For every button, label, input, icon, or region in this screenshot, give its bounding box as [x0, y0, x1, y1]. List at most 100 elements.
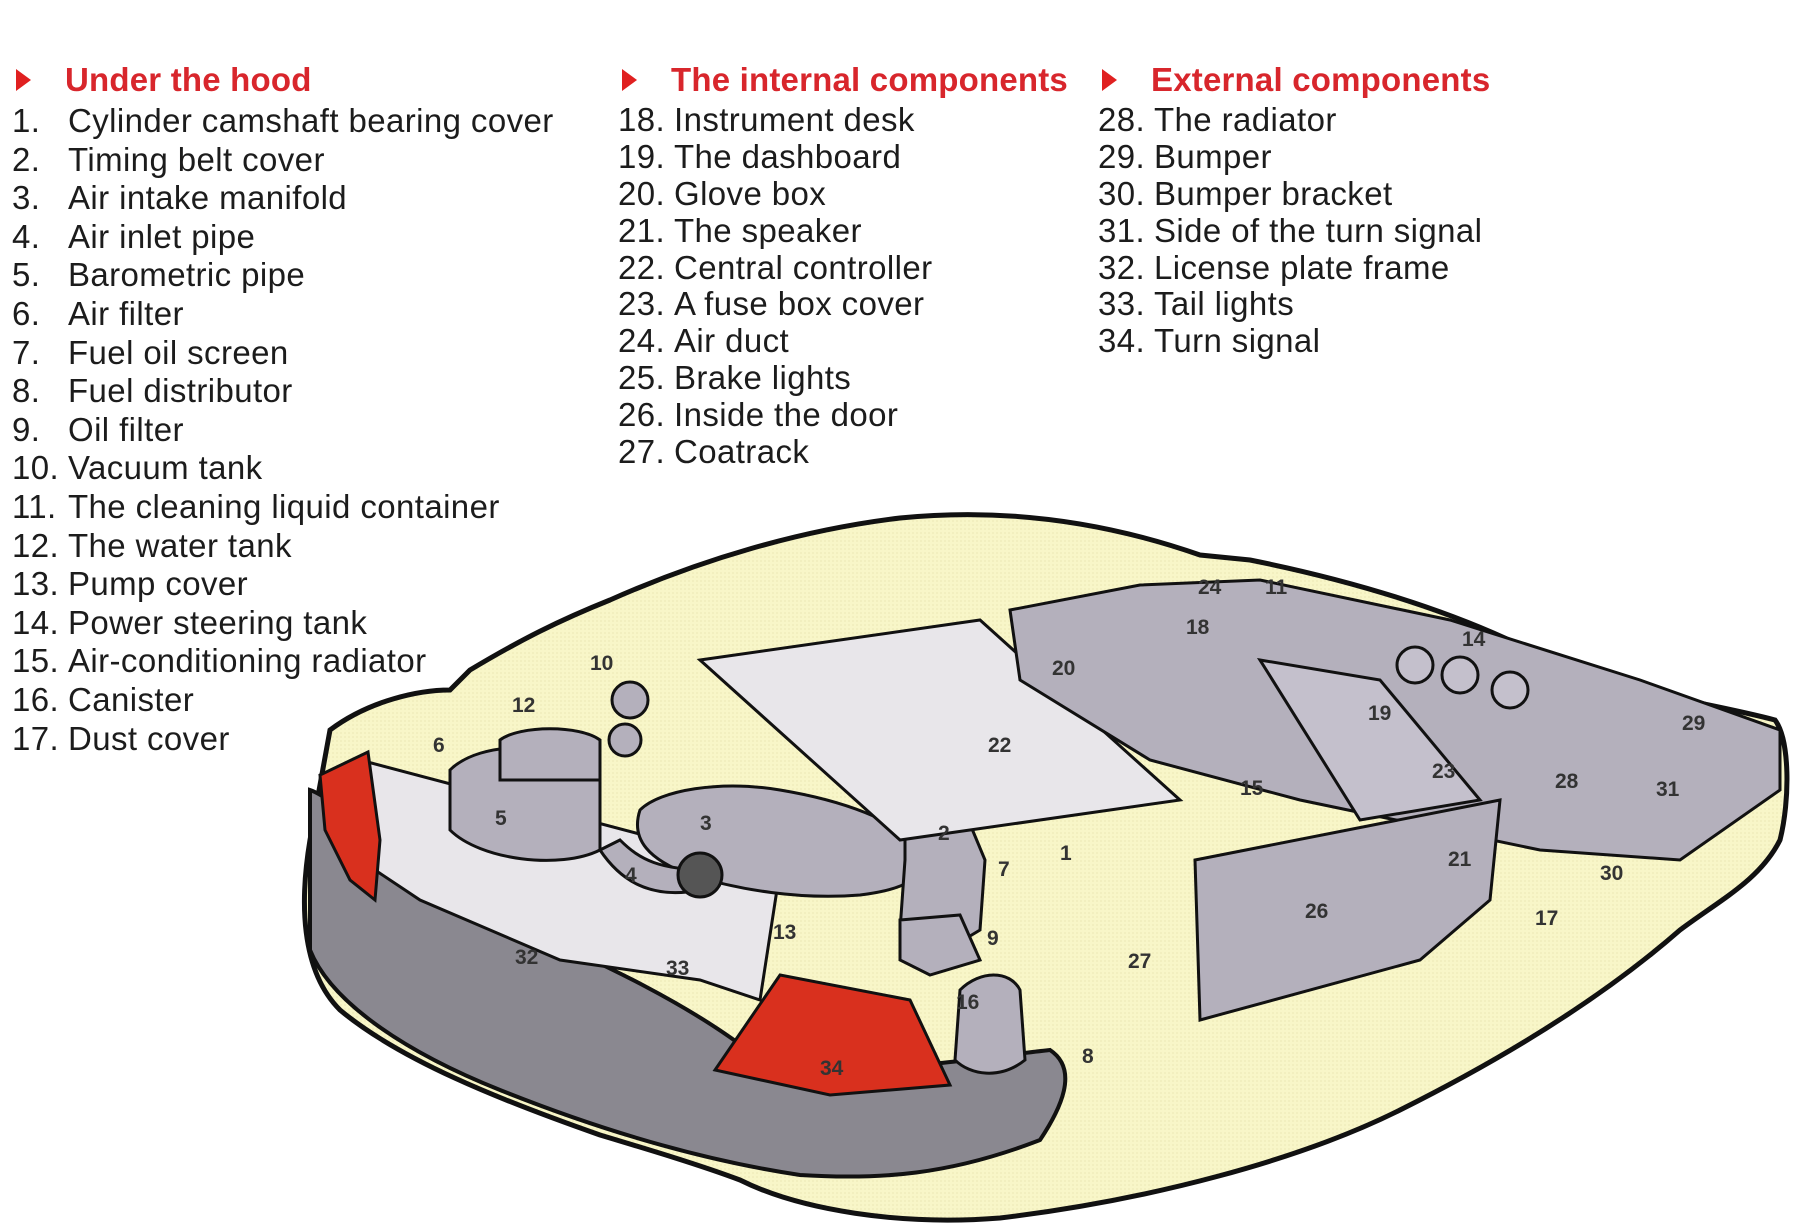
section-title: The internal components: [671, 61, 1068, 98]
gauge-2: [1440, 655, 1480, 695]
list-item: 33.Tail lights: [1098, 286, 1490, 323]
item-number: 15.: [12, 642, 60, 680]
diagram-label-31: 31: [1656, 778, 1680, 801]
diagram-label-15: 15: [1240, 777, 1264, 800]
item-text: Dust cover: [68, 719, 230, 757]
triangle-bullet-icon: [16, 69, 31, 91]
item-number: 5.: [12, 256, 41, 294]
diagram-label-20: 20: [1052, 657, 1075, 680]
item-text: Inside the door: [674, 396, 899, 434]
diagram-label-28: 28: [1555, 770, 1579, 793]
list-item: 30.Bumper bracket: [1098, 174, 1490, 213]
diagram-label-3: 3: [700, 812, 712, 835]
item-number: 22.: [618, 248, 666, 286]
item-text: Side of the turn signal: [1154, 211, 1483, 249]
diagram-label-29: 29: [1682, 712, 1705, 735]
item-text: Fuel oil screen: [68, 333, 289, 371]
right-light: [712, 973, 953, 1097]
diagram-label-8: 8: [1082, 1045, 1094, 1068]
diagram-label-13: 13: [773, 921, 796, 944]
item-number: 25.: [618, 359, 666, 397]
list-item: 6.Air filter: [12, 295, 554, 334]
item-text: The dashboard: [674, 137, 902, 175]
item-number: 9.: [12, 410, 41, 448]
diagram-label-11: 11: [1265, 576, 1288, 599]
list-item: 3. Air intake manifold: [12, 179, 554, 218]
canister: [953, 973, 1027, 1075]
item-number: 12.: [12, 526, 60, 564]
section-title: Under the hood: [65, 61, 312, 98]
item-text: Vacuum tank: [68, 449, 263, 487]
diagram-label-12: 12: [512, 694, 535, 717]
section-header: External components: [1098, 58, 1490, 102]
diagram-label-9: 9: [987, 927, 999, 950]
item-number: 33.: [1098, 285, 1146, 323]
gauge-1: [1395, 645, 1435, 685]
center-console: [1256, 657, 1483, 822]
list-item: 16.Canister: [12, 681, 554, 720]
diagram-label-4: 4: [625, 864, 637, 887]
diagram-label-14: 14: [1462, 628, 1486, 651]
item-number: 20.: [618, 174, 666, 212]
list-item: 12.The water tank: [12, 527, 554, 566]
item-text: The cleaning liquid container: [68, 487, 500, 525]
diagram-label-2: 2: [938, 822, 950, 845]
water-tank: [498, 727, 602, 782]
item-text: Air intake manifold: [68, 179, 348, 217]
item-text: Coatrack: [674, 433, 810, 471]
diagram-label-33: 33: [666, 957, 689, 980]
diagram-label-5: 5: [495, 807, 507, 830]
item-text: Fuel distributor: [68, 372, 293, 410]
section-header: Under the hood: [12, 58, 554, 102]
item-number: 16.: [12, 680, 60, 718]
item-text: Air inlet pipe: [68, 217, 256, 255]
item-number: 18.: [618, 101, 666, 138]
left-light: [318, 749, 382, 903]
item-number: 10.: [12, 449, 60, 487]
list-item: 19.The dashboard: [618, 137, 1068, 176]
diagram-label-34: 34: [820, 1057, 844, 1080]
item-number: 24.: [618, 322, 666, 360]
diagram-label-32: 32: [515, 946, 538, 969]
list-item: 27.Coatrack: [618, 433, 1068, 471]
item-number: 32.: [1098, 248, 1146, 286]
inlet-opening: [676, 851, 724, 899]
list-item: 2.Timing belt cover: [12, 141, 554, 180]
list-item: 4. Air inlet pipe: [12, 218, 554, 257]
vacuum-tank-2: [607, 722, 643, 758]
item-text: Cylinder camshaft bearing cover: [68, 102, 554, 139]
item-text: The speaker: [674, 211, 862, 249]
item-number: 19.: [618, 137, 666, 175]
item-text: Timing belt cover: [68, 140, 325, 178]
list-item: 23.A fuse box cover: [618, 286, 1068, 323]
triangle-bullet-icon: [622, 69, 637, 91]
list-item: 1.Cylinder camshaft bearing cover: [12, 102, 554, 141]
list-item: 14.Power steering tank: [12, 604, 554, 643]
oil-filter: [898, 913, 983, 977]
list-item: 17.Dust cover: [12, 720, 554, 759]
item-number: 29.: [1098, 137, 1146, 175]
item-text: Barometric pipe: [68, 256, 306, 294]
item-number: 4.: [12, 217, 41, 255]
raised-hood: [696, 618, 1184, 842]
diagram-label-17: 17: [1535, 907, 1558, 930]
diagram-label-24: 24: [1198, 576, 1222, 599]
item-number: 3.: [12, 179, 41, 217]
item-text: The radiator: [1154, 101, 1337, 138]
list-item: 8.Fuel distributor: [12, 372, 554, 411]
list-item: 9.Oil filter: [12, 411, 554, 450]
item-text: Canister: [68, 680, 195, 718]
list-item: 28.The radiator: [1098, 101, 1490, 139]
item-text: Turn signal: [1154, 322, 1321, 360]
item-number: 21.: [618, 211, 666, 249]
list-item: 31.Side of the turn signal: [1098, 211, 1490, 250]
list-item: 11.The cleaning liquid container: [12, 488, 554, 527]
section-title: External components: [1151, 61, 1491, 98]
item-text: Bumper bracket: [1154, 174, 1393, 212]
list-item: 22.Central controller: [618, 248, 1068, 287]
item-text: Air duct: [674, 322, 790, 360]
gauge-3: [1490, 670, 1530, 710]
item-number: 6.: [12, 294, 41, 332]
